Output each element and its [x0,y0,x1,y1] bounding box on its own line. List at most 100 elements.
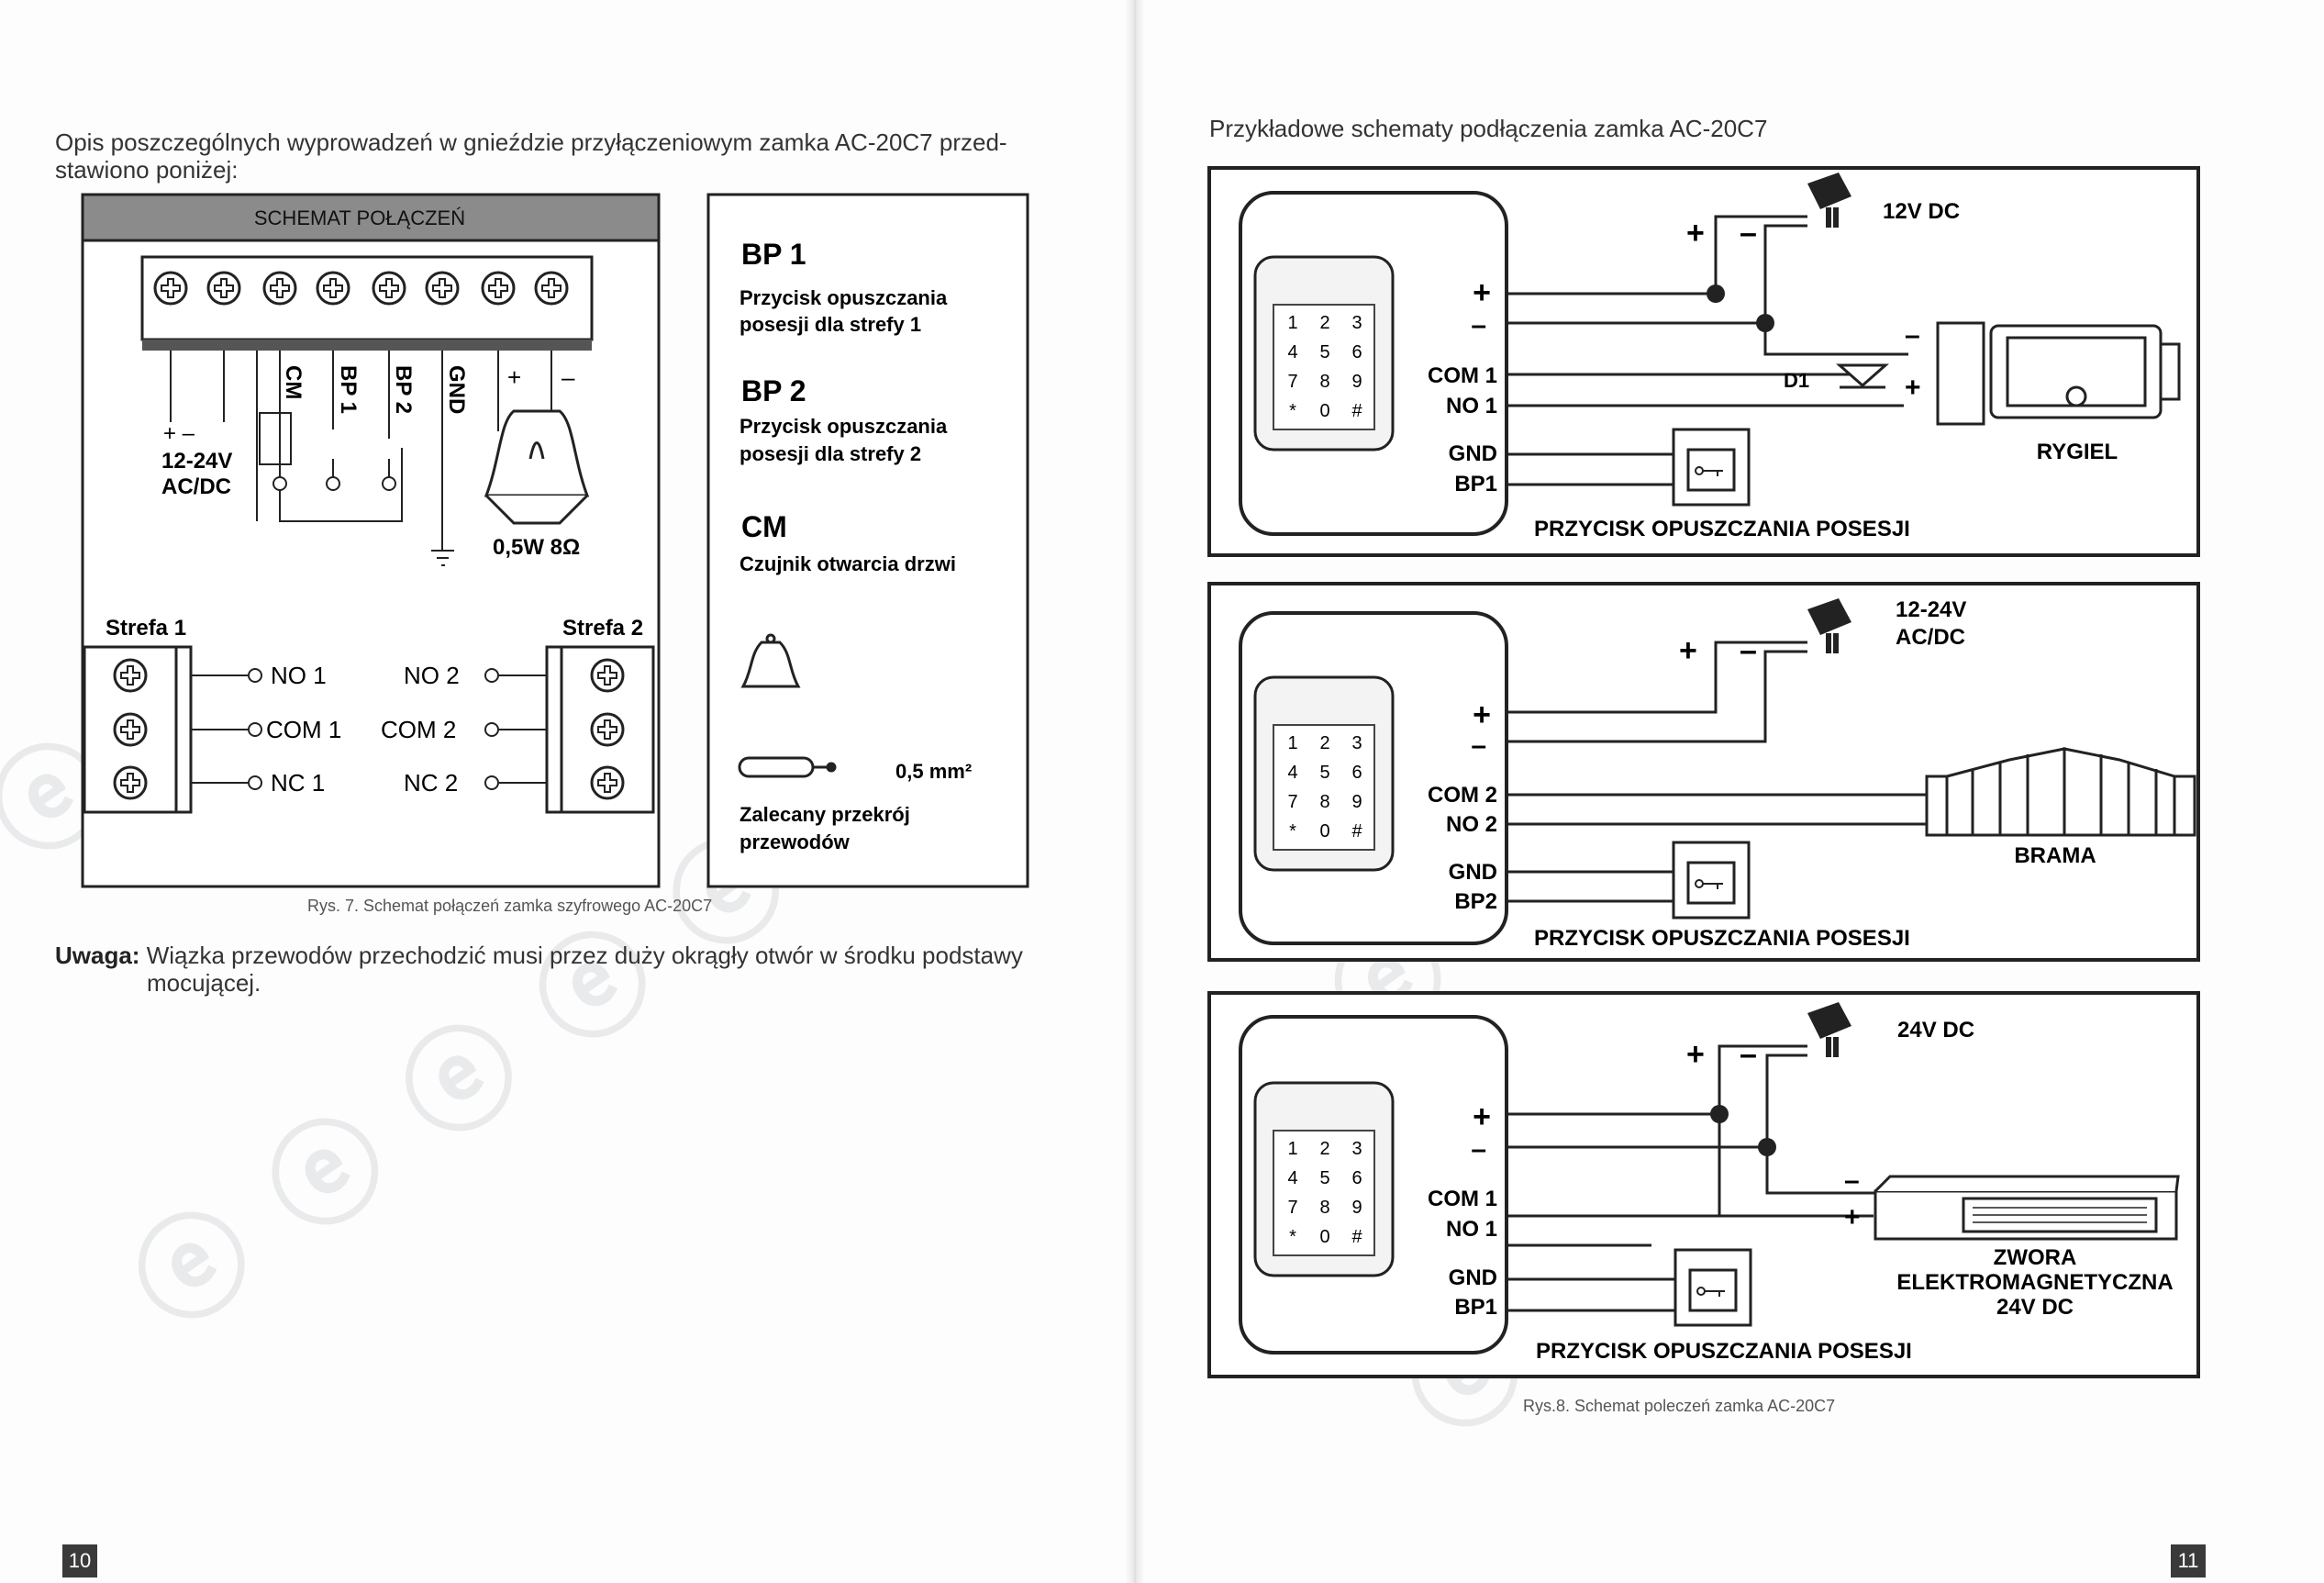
strefa-1-title: Strefa 1 [106,616,186,641]
keypad-key-8: 8 [1319,792,1329,812]
terminal-label-bp2: BP 2 [391,365,416,414]
d2-supply-label-2: AC/DC [1896,625,1965,650]
strefa-1-no: NO 1 [271,662,327,689]
bell-legend-icon [740,633,801,688]
keypad-key-0: 0 [1319,1227,1329,1247]
legend-bp2-desc-1: Przycisk opuszczania [739,415,948,438]
d3-electromagnet-icon [1874,1175,2180,1241]
d3-terminal-minus: – [1471,1134,1486,1165]
keypad-key-6: 6 [1351,1168,1362,1188]
d2-supply-minus: – [1740,633,1757,668]
legend-cm-title: CM [741,510,787,543]
d1-lock-minus: – [1905,320,1920,351]
strefa-1-com: COM 1 [266,716,341,743]
legend-bp2-desc-2: posesji dla strefy 2 [739,442,921,465]
keypad-key-0: 0 [1319,401,1329,421]
intro-text-line-2: stawiono poniżej: [55,156,239,184]
keypad-key-2: 2 [1319,1139,1329,1159]
bell-plus-sign: + [507,363,521,391]
legend-bp1-desc-1: Przycisk opuszczania [739,286,948,309]
figure-8-caption: Rys.8. Schemat poleczeń zamka AC-20C7 [1523,1397,1836,1415]
keypad-key-7: 7 [1287,1198,1297,1218]
keypad-device-3: 1 2 3 4 5 6 7 8 9 * 0 # [1253,1081,1395,1277]
d1-terminal-com: COM 1 [1428,363,1497,388]
d3-device-label-1: ZWORA [1994,1245,2077,1270]
note-line-1: Uwaga: Wiązka przewodów przechodzić musi… [55,942,1023,969]
d1-terminal-gnd: GND [1449,441,1497,466]
d3-terminal-no: NO 1 [1446,1217,1497,1242]
d3-magnet-plus: + [1844,1202,1861,1232]
keypad-key-2: 2 [1319,733,1329,753]
keypad-key-1: 1 [1287,733,1297,753]
d1-lock-plus: + [1905,373,1921,403]
d2-supply-plus: + [1679,633,1697,668]
d1-bolt-lock-icon [1936,321,2181,426]
power-polarity: + – [163,421,195,446]
keypad-key-5: 5 [1319,342,1329,362]
terminal-label-gnd: GND [444,365,469,414]
d3-terminal-plus: + [1473,1099,1491,1134]
d2-device-label: BRAMA [2014,843,2096,868]
page-number-left: 10 [62,1544,97,1577]
legend-wire-size: 0,5 mm² [895,760,972,783]
d3-supply-plus: + [1686,1037,1705,1072]
keypad-key-0: 0 [1319,821,1329,842]
intro-text-line-1: Opis poszczególnych wyprowadzeń w gnieźd… [55,128,1007,156]
d3-magnet-minus: – [1844,1165,1860,1196]
keypad-key-2: 2 [1319,313,1329,333]
legend-bp1-desc-2: posesji dla strefy 1 [739,313,921,336]
wiring-diagram-1: 1 2 3 4 5 6 7 8 9 * 0 # + – COM 1 NO 1 G… [1207,166,2200,557]
d3-device-label-2: ELEKTROMAGNETYCZNA [1896,1270,2173,1295]
keypad-key-star: * [1289,821,1296,842]
d2-exit-button-icon [1672,841,1751,920]
keypad-key-9: 9 [1351,1198,1362,1218]
keypad-key-hash: # [1351,821,1362,842]
d1-terminal-minus: – [1471,310,1486,340]
keypad-key-star: * [1289,401,1296,421]
d1-supply-minus: – [1740,216,1757,251]
bell-rating: 0,5W 8Ω [493,535,580,560]
keypad-key-1: 1 [1287,1139,1297,1159]
d3-terminal-com: COM 1 [1428,1187,1497,1211]
d1-device-label: RYGIEL [2037,440,2118,464]
legend-wire-desc-1: Zalecany przekrój [739,803,910,826]
keypad-key-4: 4 [1287,763,1297,783]
wiring-diagram-2: 1 2 3 4 5 6 7 8 9 * 0 # + – COM 2 NO 2 G… [1207,582,2200,962]
d1-diode-symbol [1836,363,1889,389]
d2-terminal-no: NO 2 [1446,812,1497,837]
strefa-2-com: COM 2 [381,716,456,743]
legend-box: BP 1 Przycisk opuszczania posesji dla st… [706,193,1029,888]
d3-exit-button-icon [1674,1248,1752,1327]
bell-minus-sign: – [562,363,575,391]
d2-terminal-bp: BP2 [1454,889,1497,914]
page-fold [1125,0,1145,1583]
keypad-key-3: 3 [1351,1139,1362,1159]
d2-terminal-gnd: GND [1449,860,1497,885]
keypad-device-2: 1 2 3 4 5 6 7 8 9 * 0 # [1253,675,1395,872]
strefa-2-title: Strefa 2 [562,616,643,641]
d1-diode-label: D1 [1784,369,1809,392]
d1-exit-button-label: PRZYCISK OPUSZCZANIA POSESJI [1534,517,1910,541]
d1-terminal-plus: + [1473,275,1491,310]
wiring-diagram-3: 1 2 3 4 5 6 7 8 9 * 0 # + – COM 1 NO 1 G… [1207,991,2200,1378]
d3-terminal-bp: BP1 [1454,1295,1497,1320]
keypad-device-1: 1 2 3 4 5 6 7 8 9 * 0 # [1253,255,1395,451]
terminal-label-cm: CM [281,365,306,399]
keypad-key-4: 4 [1287,1168,1297,1188]
keypad-key-7: 7 [1287,792,1297,812]
strefa-1-nc: NC 1 [271,769,325,797]
power-voltage: 12-24V [161,449,232,474]
power-type: AC/DC [161,474,231,499]
d1-terminal-bp: BP1 [1454,472,1497,496]
note-text: Wiązka przewodów przechodzić musi przez … [146,942,1023,969]
d1-supply-plus: + [1686,216,1705,251]
d1-supply-label: 12V DC [1883,199,1960,224]
d1-terminal-no: NO 1 [1446,394,1497,418]
keypad-key-hash: # [1351,1227,1362,1247]
d2-terminal-plus: + [1473,697,1491,732]
d2-exit-button-label: PRZYCISK OPUSZCZANIA POSESJI [1534,926,1910,951]
strefa-2-nc: NC 2 [404,769,458,797]
d2-terminal-minus: – [1471,730,1486,761]
d3-supply-label: 24V DC [1897,1018,1974,1042]
